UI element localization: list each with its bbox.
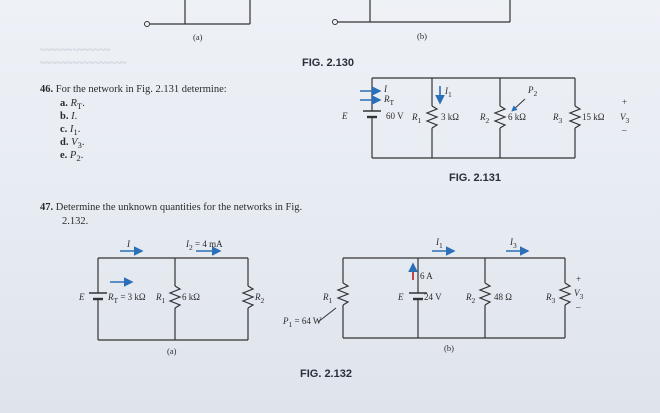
fig-2-132b-P1-label: P1 = 64 W	[283, 316, 322, 329]
fig-2-132a-I2-label: I2 = 4 mA	[186, 239, 223, 252]
fig-2-132b-V3-minus: –	[576, 302, 581, 312]
fig-2-131-R2-value: 6 kΩ	[508, 112, 526, 122]
fig-2-131-E-value: 60 V	[386, 111, 404, 121]
problem-46-item-a: a. RT.	[60, 98, 85, 112]
fig-2-132b-R2-value: 48 Ω	[494, 292, 512, 302]
fig-2-132-b-circuit	[317, 246, 572, 339]
fig-2-132a-RT-label: RT = 3 kΩ	[108, 292, 146, 305]
problem-46-item-e: e. P2.	[60, 150, 84, 164]
fig-2-132a-I-label: I	[127, 239, 130, 249]
fig-2-132b-V3-label: V3	[574, 288, 584, 301]
fig-2-132b-label: (b)	[444, 343, 454, 353]
fig-2-131-R1-value: 3 kΩ	[441, 112, 459, 122]
fig-2-132a-label: (a)	[167, 346, 177, 356]
problem-46-text: For the network in Fig. 2.131 determine:	[55, 84, 227, 95]
fig-2-131-V3-plus: +	[622, 97, 628, 107]
fig-2-131-R1-label: R1	[412, 112, 422, 125]
fig-2-132b-I3-label: I3	[510, 237, 517, 250]
problem-46-prompt: 46. For the network in Fig. 2.131 determ…	[40, 84, 227, 95]
fig-2-131-P2-label: P2	[528, 85, 538, 98]
fig-2-131-E-label: E	[342, 111, 348, 121]
fig-2-130-caption: FIG. 2.130	[302, 57, 354, 69]
fig-2-132b-E-label: E	[398, 292, 404, 302]
fig-2-132a-R1-value: 6 kΩ	[182, 292, 200, 302]
fig-2-132b-source-current: 6 A	[420, 271, 433, 281]
problem-47-line1: 47. Determine the unknown quantities for…	[40, 202, 302, 213]
fig-2-130-label-b: (b)	[417, 31, 427, 41]
fig-2-132b-V3-plus: +	[576, 274, 582, 284]
fig-2-132-a-circuit	[89, 246, 255, 341]
ghost-text: ~~~~~~~~~~~~~~~~	[40, 58, 127, 69]
fig-2-130-b-remnant	[332, 0, 511, 25]
fig-2-131-R3-value: 15 kΩ	[582, 112, 605, 122]
ghost-text: ~~~~~~~~~~~~~	[40, 45, 111, 56]
fig-2-132b-R3-label: R3	[546, 292, 556, 305]
fig-2-132b-R2-label: R2	[466, 292, 476, 305]
fig-2-131-R3-label: R3	[553, 112, 563, 125]
fig-2-131-RT-label: RT	[384, 94, 395, 107]
fig-2-132a-R2-label: R2	[255, 292, 265, 305]
problem-46-item-c: c. I1.	[60, 124, 81, 138]
problem-46-number: 46.	[40, 84, 54, 95]
problem-46-item-d: d. V3.	[60, 137, 85, 151]
fig-2-131-I1-label: I1	[445, 86, 452, 99]
fig-2-131-V3-label: V3	[620, 112, 630, 125]
fig-2-132a-E-label: E	[79, 292, 85, 302]
fig-2-131-I-label: I	[384, 84, 387, 94]
fig-2-132b-E-value: 24 V	[424, 292, 442, 302]
fig-2-132-caption: FIG. 2.132	[300, 368, 352, 380]
problem-46-item-b: b. I.	[60, 111, 78, 122]
problem-47-line2: 2.132.	[62, 216, 89, 227]
fig-2-131-circuit	[360, 77, 582, 159]
problem-47-text: Determine the unknown quantities for the…	[55, 202, 303, 213]
fig-2-130-label-a: (a)	[193, 32, 203, 42]
fig-2-132b-R1-label: R1	[323, 292, 333, 305]
fig-2-132a-R1-label: R1	[156, 292, 166, 305]
fig-2-131-caption: FIG. 2.131	[449, 172, 501, 184]
fig-2-130-a-remnant	[144, 0, 251, 27]
fig-2-131-V3-minus: –	[622, 125, 627, 135]
fig-2-132b-I1-label: I1	[436, 237, 443, 250]
problem-47-number: 47.	[40, 202, 54, 213]
fig-2-131-R2-label: R2	[480, 112, 490, 125]
